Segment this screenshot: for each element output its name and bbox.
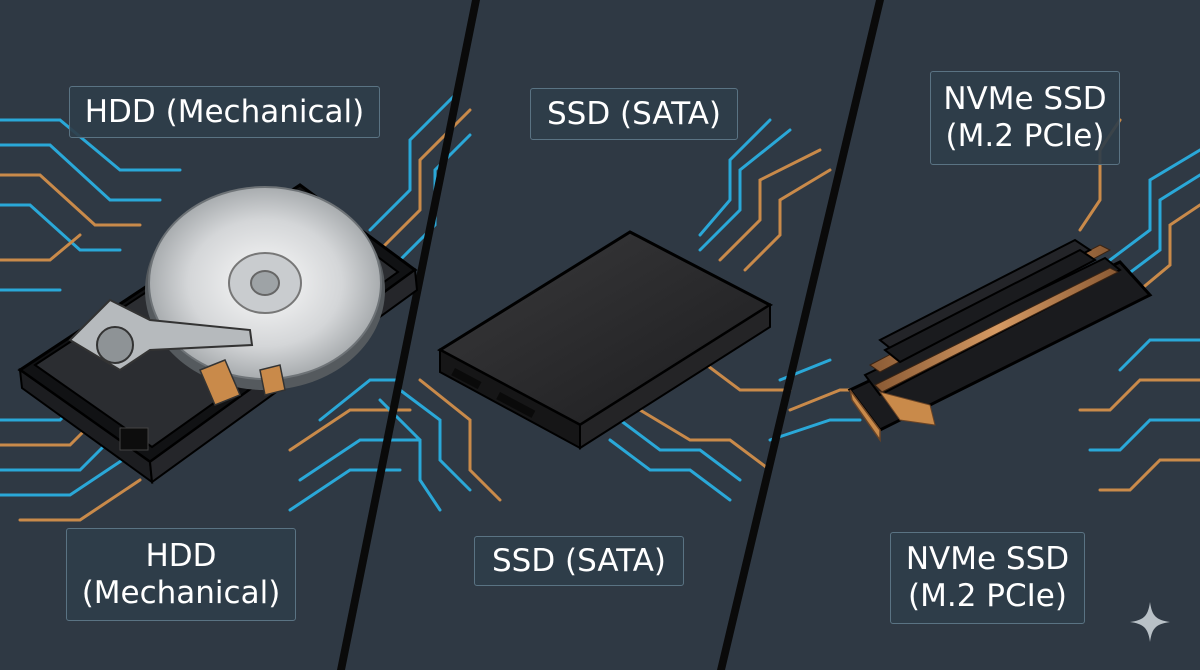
- sata-ssd-drive: [437, 230, 774, 450]
- ssd-label-bottom-line-1: SSD (SATA): [491, 542, 667, 579]
- ssd-label-top: SSD (SATA): [530, 88, 738, 140]
- ssd-label-bottom: SSD (SATA): [474, 536, 684, 586]
- hdd-label-top-line-1: HDD (Mechanical): [84, 93, 365, 130]
- hdd-drive: [17, 183, 419, 485]
- sparkle-icon: [1130, 602, 1170, 642]
- nvme-ssd-drive: [847, 238, 1153, 443]
- nvme-label-bottom: NVMe SSD (M.2 PCIe): [890, 532, 1085, 624]
- hdd-label-bottom: HDD (Mechanical): [66, 528, 296, 621]
- panel-dividers: [337, 0, 884, 670]
- hdd-label-bottom-line-2: (Mechanical): [81, 574, 281, 611]
- hdd-label-bottom-line-1: HDD: [145, 537, 217, 574]
- nvme-label-top-line-2: (M.2 PCIe): [945, 118, 1105, 154]
- hdd-label-top: HDD (Mechanical): [69, 86, 380, 138]
- ssd-label-top-line-1: SSD (SATA): [546, 95, 722, 132]
- nvme-label-top-line-1: NVMe SSD: [943, 81, 1107, 118]
- nvme-label-bottom-line-2: (M.2 PCIe): [908, 578, 1067, 614]
- nvme-label-top: NVMe SSD (M.2 PCIe): [930, 71, 1120, 165]
- nvme-label-bottom-line-1: NVMe SSD: [905, 541, 1070, 578]
